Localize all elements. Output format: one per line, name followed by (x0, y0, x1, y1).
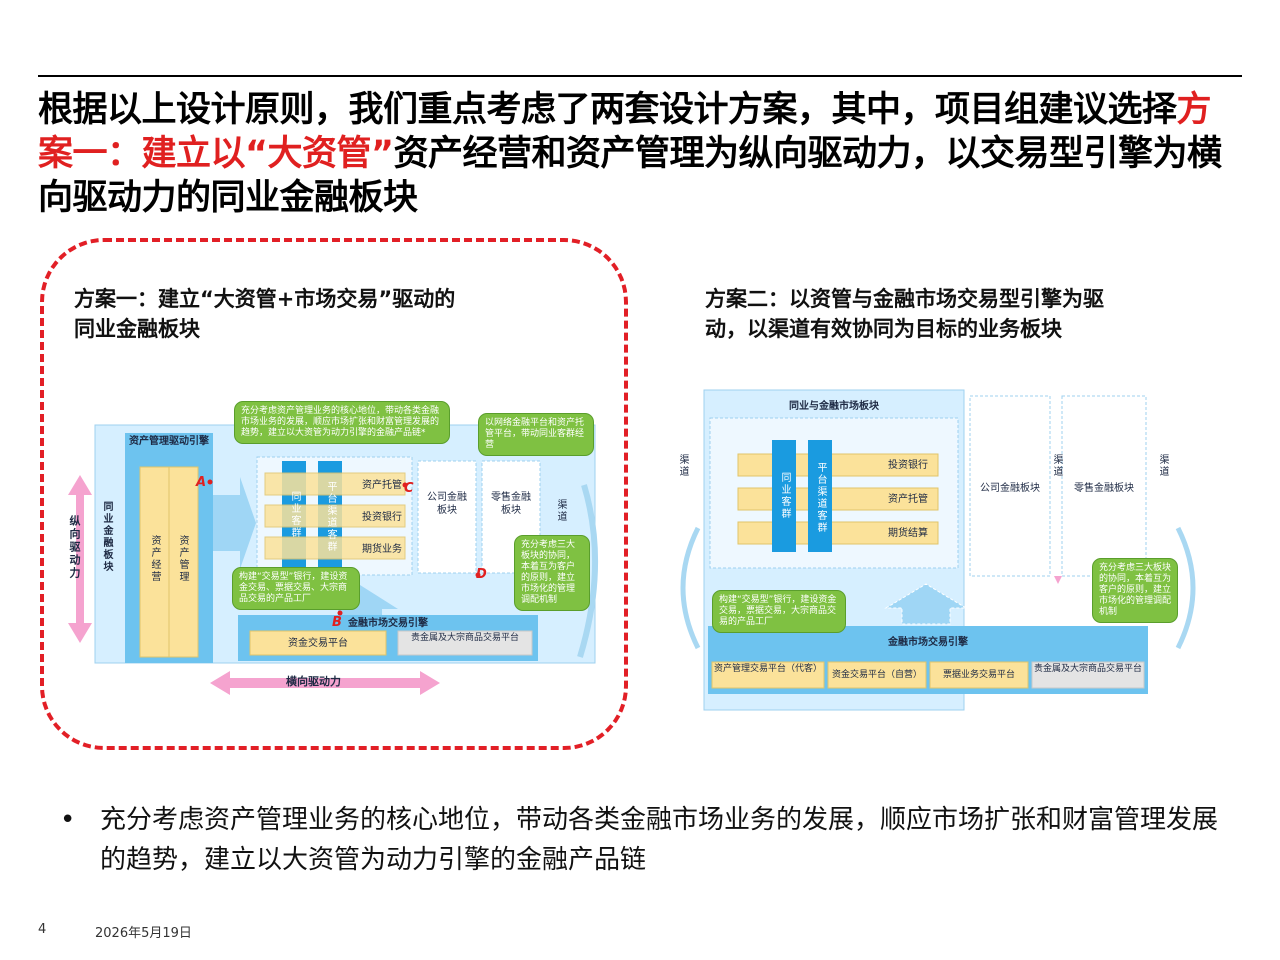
row-custody-label: 资产托管 (362, 480, 402, 491)
callout-asset-core: 充分考虑资产管理业务的核心地位，带动各类金融市场业务的发展，顺应市场扩张和财富管… (234, 401, 450, 444)
asset-engine-arrow (213, 477, 256, 569)
callout2-trading-bank: 构建“交易型”银行，建设资金交易，票据交易，大宗商品交易的产品工厂 (712, 590, 846, 633)
channel2-right-label: 渠道 (1157, 454, 1168, 478)
row-futures-label: 期货业务 (362, 544, 402, 555)
option1-title: 方案一：建立“大资管+市场交易”驱动的 同业金融板块 (74, 287, 456, 341)
corporate2-label: 公司金融板块 (980, 483, 1040, 494)
platform2-asset-box (711, 661, 825, 689)
headline: 根据以上设计原则，我们重点考虑了两套设计方案，其中，项目组建议选择方案一：建立以… (38, 88, 1242, 220)
page-number: 4 (38, 922, 47, 937)
footer-date: 2026年5月19日 (95, 926, 192, 941)
callout2-synergy: 充分考虑三大板块的协同，本着互为客户的原则，建立市场化的管理调配机制 (1092, 558, 1178, 623)
label-b: B (332, 615, 342, 630)
callout-network-platform: 以网络金融平台和资产托管平台，带动同业客群经营 (478, 413, 594, 456)
col2-interbank-label: 同业客群 (779, 472, 790, 520)
corporate-label: 公司金融板块 (427, 492, 467, 516)
retail-label: 零售金融板块 (491, 492, 531, 516)
horizontal-drive-arrow (210, 671, 440, 695)
label-d-dot (475, 572, 481, 578)
bullet-text: 充分考虑资产管理业务的核心地位，带动各类金融市场业务的发展，顺应市场扩张和财富管… (100, 805, 1219, 875)
platform-commodity-label: 贵金属及大宗商品交易平台 (410, 633, 519, 643)
option1-diagram: 纵向驱动力 同业金融板块 资产管理驱动引擎 资产经营 资产管理 同业客群 平台渠… (60, 395, 610, 705)
segment2-label: 同业与金融市场板块 (789, 401, 879, 412)
col-platform-label: 平台渠道客群 (325, 481, 336, 553)
bullet-dot: • (60, 805, 76, 835)
label-d: D (476, 567, 487, 582)
row-investment-label: 投资银行 (362, 512, 402, 523)
platform2-bills-label: 票据业务交易平台 (942, 670, 1015, 680)
platform-commodity-box (397, 630, 533, 656)
channel2-right-curve (1175, 526, 1196, 650)
row-investment (264, 504, 406, 528)
headline-highlight: 方案一：建立以“大资管” (38, 90, 1212, 174)
platform2-asset-label: 资产管理交易平台（代客） (714, 664, 823, 674)
label-c-dot (402, 482, 408, 488)
label-a-dot (207, 479, 213, 485)
option1-diagram-graphics (68, 424, 599, 695)
platform2-funds-label: 资金交易平台（自营） (831, 670, 922, 680)
col-asset-mgmt-label: 资产管理 (177, 535, 188, 583)
corporate-box (417, 460, 477, 574)
option2-diagram: 同业与金融市场板块 同业客群 平台渠道客群 投资银行 资产托管 期货结算 公司金… (668, 388, 1208, 718)
platform2-bills-box (929, 661, 1029, 689)
asset-engine-label: 资产管理驱动引擎 (129, 436, 209, 447)
callout-trading-bank: 构建“交易型”银行，建设资金交易、票据交易、大宗商品交易的产品工厂 (232, 567, 360, 610)
channel-label: 渠道 (555, 499, 566, 523)
channel2-left-curve (680, 526, 701, 650)
label-b-dot (337, 610, 343, 616)
platform2-commodity-label: 贵金属及大宗商品交易平台 (1034, 664, 1143, 674)
row2-futures-label: 期货结算 (888, 528, 928, 539)
channel2-left-label: 渠道 (677, 454, 688, 478)
row-futures (264, 536, 406, 560)
top-rule (38, 75, 1242, 77)
retail2-box (1061, 395, 1147, 577)
corporate2-box (969, 395, 1051, 577)
platform2-column (808, 440, 832, 552)
row2-investment-label: 投资银行 (888, 460, 928, 471)
label-a: A (196, 475, 207, 490)
headline-part1: 根据以上设计原则，我们重点考虑了两套设计方案，其中，项目组建议选择 (38, 90, 1177, 130)
row2-custody-label: 资产托管 (888, 494, 928, 505)
retail2-label: 零售金融板块 (1074, 483, 1134, 494)
option2-title: 方案二：以资管与金融市场交易型引擎为驱 动，以渠道有效协同为目标的业务板块 (705, 287, 1104, 341)
vertical-drive-label: 纵向驱动力 (68, 515, 81, 580)
platform2-commodity-box (1031, 661, 1145, 689)
col-asset-ops-label: 资产经营 (149, 535, 160, 583)
col2-platform-label: 平台渠道客群 (815, 462, 826, 534)
col-interbank-label: 同业客群 (289, 491, 300, 539)
pointer2-right (1054, 576, 1062, 584)
horizontal-drive-label: 横向驱动力 (286, 675, 341, 688)
option1-highlight-frame (40, 238, 628, 750)
engine2-up-arrow (884, 583, 968, 625)
channel2-mid-label: 渠道 (1051, 454, 1062, 478)
platform2-funds-box (827, 661, 927, 689)
vertical-drive-arrow (68, 475, 92, 643)
segment-label: 同业金融板块 (101, 501, 112, 573)
engine2-label: 金融市场交易引擎 (888, 637, 968, 648)
headline-part2: 资产经营和资产管理为纵向驱动力，以交易型引擎为横向驱动力的同业金融板块 (38, 134, 1222, 218)
channel-curve-arrow (577, 484, 599, 658)
option2-diagram-graphics (680, 389, 1196, 711)
platform-funds-label: 资金交易平台 (288, 638, 348, 649)
label-c: C (404, 481, 414, 496)
callout-synergy: 充分考虑三大板块的协同，本着互为客户的原则，建立市场化的管理调配机制 (514, 535, 590, 611)
engine-label: 金融市场交易引擎 (348, 618, 428, 629)
platform-funds-box (249, 630, 387, 656)
interbank2-column (772, 440, 796, 552)
